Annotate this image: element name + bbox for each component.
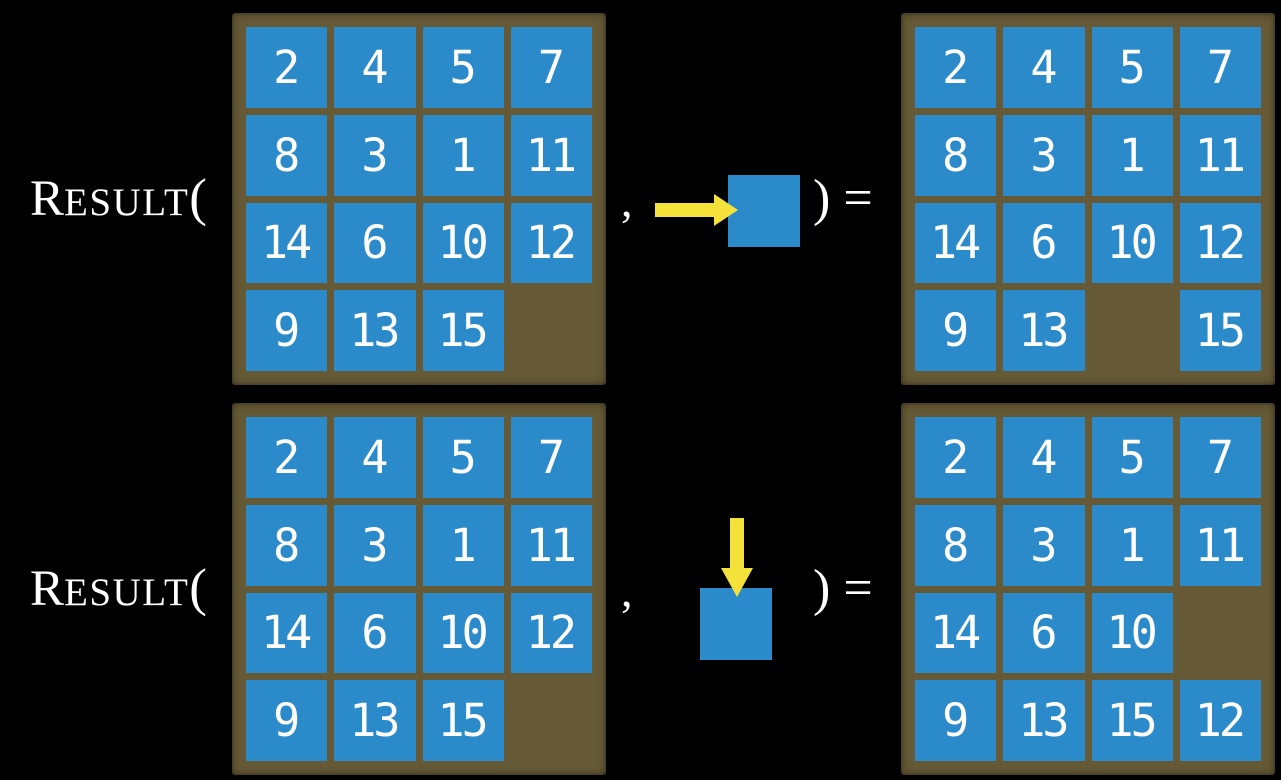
tile-13: 13: [1003, 680, 1085, 761]
tile-3: 3: [1003, 114, 1085, 196]
tile-12: 12: [1179, 202, 1261, 284]
tile-15: 15: [422, 290, 504, 371]
tile-12: 12: [1179, 680, 1261, 761]
tile-1: 1: [422, 114, 504, 196]
tile-4: 4: [1003, 417, 1085, 498]
blank-cell: [1180, 593, 1261, 674]
blank-cell: [511, 290, 592, 371]
tile-5: 5: [1091, 417, 1173, 498]
tile-14: 14: [246, 592, 328, 674]
down-arrow-icon: [721, 518, 753, 597]
comma-separator-2: ,: [621, 565, 633, 616]
tile-5: 5: [1091, 27, 1173, 108]
tile-9: 9: [246, 290, 328, 371]
tile-8: 8: [915, 114, 997, 196]
tile-6: 6: [1003, 592, 1085, 674]
result-function-label: RESULT(: [30, 172, 207, 225]
result-label-initial: R: [30, 171, 65, 227]
right-arrow-icon: [655, 194, 738, 226]
tile-4: 4: [334, 417, 416, 498]
tile-10: 10: [422, 202, 504, 284]
tile-13: 13: [334, 680, 416, 761]
tile-3: 3: [334, 504, 416, 586]
tile-2: 2: [246, 27, 328, 108]
open-paren: (: [189, 559, 207, 617]
tile-5: 5: [422, 27, 504, 108]
tile-9: 9: [246, 680, 328, 761]
tile-10: 10: [1091, 202, 1173, 284]
tile-6: 6: [1003, 202, 1085, 284]
tile-11: 11: [1179, 504, 1261, 586]
comma-separator-1: ,: [621, 175, 633, 226]
tile-12: 12: [510, 202, 592, 284]
tile-1: 1: [1091, 504, 1173, 586]
result-label-rest: ESULT: [64, 181, 190, 224]
tile-6: 6: [334, 592, 416, 674]
tile-13: 13: [1003, 290, 1085, 371]
result-function-label: RESULT(: [30, 562, 207, 615]
tile-7: 7: [1179, 27, 1261, 108]
tile-4: 4: [1003, 27, 1085, 108]
moved-tile-square-2: [700, 588, 772, 660]
tile-5: 5: [422, 417, 504, 498]
tile-3: 3: [1003, 504, 1085, 586]
tile-2: 2: [915, 417, 997, 498]
tile-6: 6: [334, 202, 416, 284]
tile-10: 10: [422, 592, 504, 674]
close-paren-equals-2: ) =: [813, 560, 873, 617]
open-paren: (: [189, 169, 207, 227]
tile-12: 12: [510, 592, 592, 674]
tile-14: 14: [915, 202, 997, 284]
tile-11: 11: [1179, 114, 1261, 196]
close-paren-equals-1: ) =: [813, 170, 873, 227]
tile-7: 7: [510, 417, 592, 498]
tile-11: 11: [510, 504, 592, 586]
tile-8: 8: [246, 114, 328, 196]
tile-1: 1: [1091, 114, 1173, 196]
tile-14: 14: [915, 592, 997, 674]
moved-tile-square-1: [728, 175, 800, 247]
tile-1: 1: [422, 504, 504, 586]
tile-15: 15: [422, 680, 504, 761]
tile-3: 3: [334, 114, 416, 196]
tile-15: 15: [1179, 290, 1261, 371]
result-label-initial: R: [30, 561, 65, 617]
tile-11: 11: [510, 114, 592, 196]
tile-4: 4: [334, 27, 416, 108]
tile-14: 14: [246, 202, 328, 284]
tile-8: 8: [246, 504, 328, 586]
blank-cell: [1092, 290, 1173, 371]
tile-13: 13: [334, 290, 416, 371]
tile-2: 2: [915, 27, 997, 108]
tile-10: 10: [1091, 592, 1173, 674]
tile-8: 8: [915, 504, 997, 586]
blank-cell: [511, 680, 592, 761]
result-label-rest: ESULT: [64, 571, 190, 614]
tile-7: 7: [510, 27, 592, 108]
tile-7: 7: [1179, 417, 1261, 498]
tile-9: 9: [915, 290, 997, 371]
tile-2: 2: [246, 417, 328, 498]
tile-9: 9: [915, 680, 997, 761]
tile-15: 15: [1091, 680, 1173, 761]
